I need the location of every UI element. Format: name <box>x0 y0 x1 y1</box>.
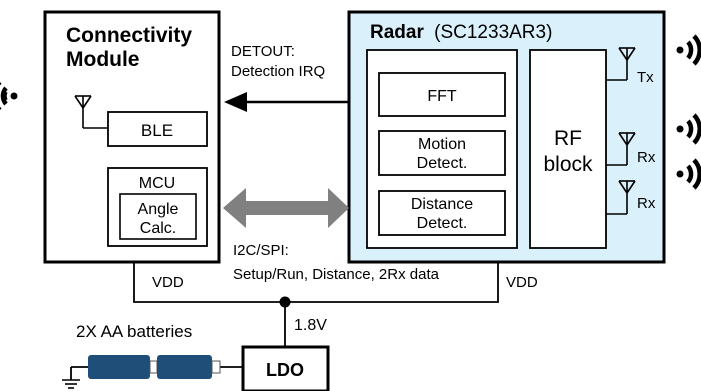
wireless-signal-icon-left <box>0 80 18 112</box>
radar-part-number: (SC1233AR3) <box>434 22 552 43</box>
connectivity-module-title: Connectivity <box>66 24 192 47</box>
batteries-label: 2X AA batteries <box>76 322 192 341</box>
tx-label: Tx <box>637 69 654 86</box>
vdd-right-label: VDD <box>506 274 538 291</box>
connectivity-module-title-2: Module <box>66 48 140 71</box>
wireless-signal-icon-rx2 <box>676 158 701 190</box>
rx2-antenna-icon <box>606 180 636 215</box>
detection-irq-arrow <box>224 92 349 112</box>
ground-icon <box>62 379 80 389</box>
ble-label: BLE <box>141 121 173 140</box>
rf-block <box>529 49 607 249</box>
vdd-left-label: VDD <box>152 274 184 291</box>
motion-detect-block <box>378 130 506 176</box>
angle-calc-block <box>119 193 197 240</box>
detout-label-1: DETOUT: <box>231 43 295 60</box>
fft-block <box>378 72 506 117</box>
i2c-spi-label-2: Setup/Run, Distance, 2Rx data <box>233 266 440 283</box>
rf-label-1: RF <box>554 127 582 150</box>
wireless-signal-icon-rx1 <box>676 113 701 145</box>
rx1-antenna-icon <box>606 132 636 166</box>
ble-block <box>107 111 208 147</box>
distance-detect-label-1: Distance <box>411 196 473 213</box>
battery-icon-2 <box>157 355 221 379</box>
angle-calc-label-2: Calc. <box>140 220 176 237</box>
motion-detect-label-1: Motion <box>418 136 466 153</box>
distance-detect-label-2: Detect. <box>417 215 468 232</box>
wireless-signal-icon-tx <box>676 34 701 66</box>
radar-title-name: Radar <box>370 22 424 43</box>
rx2-label: Rx <box>637 195 656 212</box>
ldo-block <box>241 345 330 391</box>
fft-label: FFT <box>427 88 457 105</box>
i2c-spi-double-arrow <box>223 188 349 228</box>
angle-calc-label-1: Angle <box>138 201 179 218</box>
detout-label-2: Detection IRQ <box>231 63 325 80</box>
mcu-label: MCU <box>139 175 175 192</box>
ble-antenna-icon <box>74 95 108 129</box>
motion-detect-label-2: Detect. <box>417 155 468 172</box>
radar-title: Radar (SC1233AR3) <box>370 22 552 43</box>
battery-icon-1 <box>88 355 158 379</box>
rx1-label: Rx <box>637 149 656 166</box>
voltage-label: 1.8V <box>294 317 327 334</box>
ldo-label: LDO <box>266 360 304 380</box>
distance-detect-block <box>378 190 506 236</box>
junction-dot <box>279 296 291 308</box>
tx-antenna-icon <box>606 47 636 81</box>
i2c-spi-label-1: I2C/SPI: <box>233 242 289 259</box>
power-wiring <box>70 262 499 380</box>
rf-label-2: block <box>543 153 593 176</box>
